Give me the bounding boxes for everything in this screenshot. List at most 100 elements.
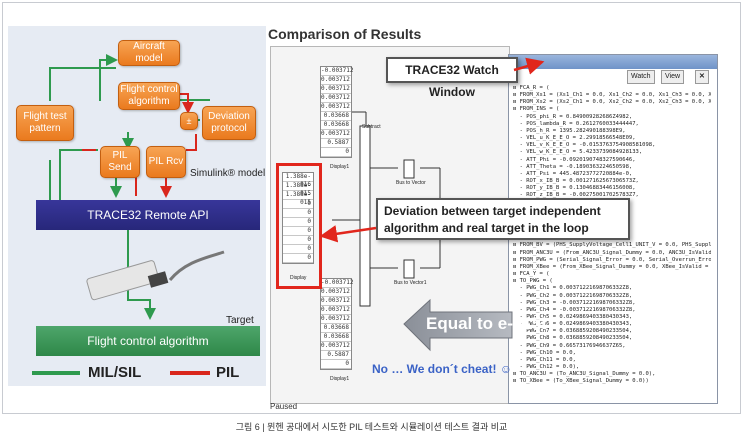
watch-line[interactable]: ⊟ TO_ANC3U = (To_ANC3U_Signal_Dummy = 0.… bbox=[513, 371, 656, 378]
watch-line[interactable]: ⊟ FROM_Xs1 = (Xs1_Ch1 = 0.0, Xs1_Ch2 = 0… bbox=[513, 92, 711, 99]
deviation-callout: Deviation between target independent alg… bbox=[376, 198, 630, 240]
display-cell: -0.003712 bbox=[321, 67, 354, 76]
display-top-label: Display1 bbox=[330, 164, 350, 170]
display-cell: 1.388e-016 bbox=[283, 173, 313, 188]
watch-line[interactable]: - POS_lambda_R = 0.2612760033444447, bbox=[513, 120, 639, 127]
watch-line[interactable]: ⊟ FROM_XBee = (From_XBee_Signal_Dummy = … bbox=[513, 263, 709, 270]
watch-line[interactable]: ⊟ FCA_R = ( bbox=[513, 85, 550, 91]
bus-to-vector1-label: Bus to Vector1 bbox=[394, 280, 427, 286]
watch-line[interactable]: - PWG_Ch9 = 0.66573176946637Z65, bbox=[513, 342, 626, 349]
display-cell: 0 bbox=[283, 218, 313, 227]
watch-line[interactable]: PWG_Ch8 = 0.0368859208490233504, bbox=[513, 335, 633, 342]
watch-line[interactable]: - VEL_v_K_E_E_O = -0.0153763754908581098… bbox=[513, 142, 656, 149]
deviation-highlight-box bbox=[276, 163, 322, 289]
display-cell: 0.003712 bbox=[321, 130, 351, 139]
close-window-button[interactable]: ✕ bbox=[695, 70, 709, 84]
watch-line[interactable]: - ROT_x_IB_B = 0.00127162567306573Z, bbox=[513, 178, 639, 185]
pil-rcv-label: PIL Rcv bbox=[148, 156, 184, 167]
deviation-callout-line2: algorithm and real target in the loop bbox=[384, 221, 589, 235]
watch-line[interactable]: ⊟ FCA_Y = ( bbox=[513, 271, 550, 278]
deviation-callout-line1: Deviation between target independent bbox=[384, 204, 601, 218]
bus-to-vector-label: Bus to Vector bbox=[396, 180, 426, 186]
display-cell: 0.003712 bbox=[321, 76, 351, 85]
display-cell: -0.003712 bbox=[321, 279, 354, 288]
display-cell: 1.388e-015 bbox=[283, 191, 313, 206]
watch-line[interactable]: - ATT_Phi = -0.0920190748327590646, bbox=[513, 156, 636, 163]
display-cell: 0.03668 bbox=[321, 333, 351, 342]
display-cell: 0 bbox=[283, 236, 313, 245]
watch-line[interactable]: - PWG_Ch3 = -0.00371221698706332Z8, bbox=[513, 299, 636, 306]
display-cell: 0.003712 bbox=[321, 315, 351, 324]
display-cell: 0.003712 bbox=[321, 94, 351, 103]
equal-label: Equal to e-015! bbox=[426, 314, 547, 333]
display-cell: 0 bbox=[283, 254, 313, 263]
subtract-label: Subtract bbox=[362, 124, 381, 130]
watch-window-callout: TRACE32 Watch Window bbox=[386, 57, 518, 99]
display-cell: 0 bbox=[283, 227, 313, 236]
target-flight-control-bar: Flight control algorithm bbox=[36, 326, 260, 356]
watch-line[interactable]: - PWG_Ch11 = 0.0, bbox=[513, 356, 576, 363]
watch-line[interactable]: ⊟ FROM_ANC3U = (From_ANC3U_Signal_Dummy … bbox=[513, 249, 711, 256]
watch-line[interactable]: - PWG_Ch12 = 0.0), bbox=[513, 364, 580, 371]
display-cell: 0.03668 bbox=[321, 121, 351, 130]
watch-line[interactable]: - ROT_y_IB_B = 0.13046883446156008, bbox=[513, 185, 636, 192]
watch-line[interactable]: - VEL_w_K_E_E_O = 5.4233739084928133, bbox=[513, 149, 643, 156]
deviation-summer-block: ± bbox=[180, 112, 198, 130]
display-cell: 0.003712 bbox=[321, 85, 351, 94]
display-cell: 0 bbox=[321, 148, 351, 157]
target-algorithm-label: Flight control algorithm bbox=[87, 334, 209, 348]
display-bottom-label: Display1 bbox=[330, 376, 350, 382]
flight-control-algorithm-block: Flight control algorithm bbox=[118, 82, 180, 110]
display-cell: 0.5887 bbox=[321, 139, 351, 148]
display-cell: 0.003712 bbox=[321, 297, 351, 306]
figure-caption: 그림 6 | 뮌헨 공대에서 시도한 PIL 테스트와 시뮬레이션 테스트 결과… bbox=[235, 422, 508, 432]
trace32-remote-api-bar: TRACE32 Remote API bbox=[36, 200, 260, 230]
watch-line[interactable]: ⊟ FROM_PWG = (Serial_Signal_Error = 0.0,… bbox=[513, 256, 711, 263]
display-cell: 0 bbox=[321, 360, 351, 369]
watch-line[interactable]: - POS_h_R = 1395.282490188398E9, bbox=[513, 127, 626, 134]
watch-line[interactable]: ⊟ FROM_INS = ( bbox=[513, 106, 560, 113]
watch-line[interactable]: - VEL_u_K_E_E_O = 2.29918566548E09, bbox=[513, 135, 636, 142]
watch-line[interactable]: - ATT_Psi = 445.48723772720884e-0, bbox=[513, 170, 633, 177]
watch-line[interactable]: - PWG_Ch4 = -0.00371221698706332Z8, bbox=[513, 306, 636, 313]
display-cell: 0 bbox=[283, 209, 313, 218]
deviation-protocol-label: Deviation protocol bbox=[208, 111, 250, 134]
display-cell: 0 bbox=[283, 200, 313, 209]
watch-line[interactable]: - PWG_Ch2 = 0.00371221698706332Z8, bbox=[513, 292, 633, 299]
display-cell: 0 bbox=[283, 245, 313, 254]
display-cell: 0.03668 bbox=[321, 112, 351, 121]
flight-test-pattern-block: Flight test pattern bbox=[16, 105, 74, 141]
display-cell: 0.003712 bbox=[321, 288, 351, 297]
view-tab-button[interactable]: View bbox=[661, 70, 685, 84]
cheat-label: No … We don´t cheat! ☺ bbox=[372, 362, 513, 376]
watch-line[interactable]: - ATT_Theta = -0.1890363224650598, bbox=[513, 163, 633, 170]
watch-line[interactable]: - PWG_Ch10 = 0.0, bbox=[513, 349, 576, 356]
legend-mil-sil: MIL/SIL bbox=[88, 364, 142, 381]
watch-line[interactable]: - PWG_Ch6 = 0.0249869403380430343, bbox=[513, 321, 633, 328]
watch-line[interactable]: - POS_phi_R = 0.849009282686Z4982, bbox=[513, 113, 633, 120]
watch-line[interactable]: ⊟ FROM_BV = (PHS_SupplyVoltage_Cell1_UNI… bbox=[513, 242, 711, 249]
watch-line[interactable]: ⊟ TO_XBee = (To_XBee_Signal_Dummy = 0.0)… bbox=[513, 378, 649, 385]
display-cell: 0.03668 bbox=[321, 324, 351, 333]
watch-line[interactable]: - PWG_Ch5 = 0.0249869403380430343, bbox=[513, 314, 633, 320]
watch-line[interactable]: - ROT_z_IB_B = -0.002750017025783Z7, bbox=[513, 192, 639, 199]
flight-control-algorithm-label: Flight control algorithm bbox=[120, 84, 178, 107]
display-cell: 0.003712 bbox=[321, 306, 351, 315]
pil-send-block: PIL Send bbox=[100, 146, 140, 178]
watch-tab-button[interactable]: Watch bbox=[627, 70, 655, 84]
legend-pil: PIL bbox=[216, 364, 240, 381]
deviation-protocol-block: Deviation protocol bbox=[202, 106, 256, 140]
watch-line[interactable]: PWG_Ch7 = 0.0368859208490233504, bbox=[513, 328, 633, 335]
status-text: Paused bbox=[270, 402, 298, 411]
watch-line[interactable]: ⊟ TO_PWG = ( bbox=[513, 278, 553, 285]
display-cell: 0.003712 bbox=[321, 342, 351, 351]
watch-window-callout-label: TRACE32 Watch Window bbox=[405, 63, 499, 99]
watch-line[interactable]: - PWG_Ch1 = 0.00371221698706332Z8, bbox=[513, 285, 633, 292]
aircraft-model-block: Aircraft model bbox=[118, 40, 180, 66]
display-cell: 0.003712 bbox=[321, 103, 351, 112]
display-cell: 1.388e-015 bbox=[283, 182, 313, 197]
watch-content: ⊟ FCA_R = (⊟ FROM_Xs1 = (Xs1_Ch1 = 0.0, … bbox=[513, 85, 711, 399]
watch-line[interactable]: ⊟ FROM_Xs2 = (Xs2_Ch1 = 0.0, Xs2_Ch2 = 0… bbox=[513, 99, 711, 106]
